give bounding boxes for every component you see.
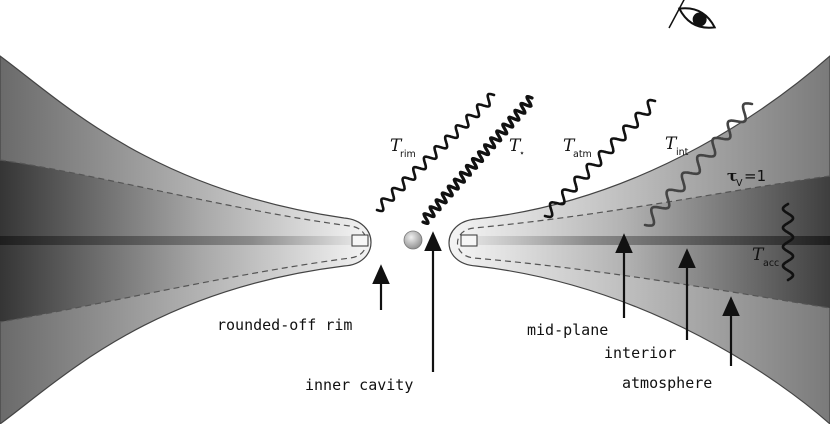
eye-icon [668, 0, 717, 29]
right-tau-surface [457, 175, 830, 309]
left-midplane-band [0, 236, 360, 245]
star [403, 230, 423, 250]
t-rim-label: T rim [390, 136, 416, 160]
svg-text:⋆: ⋆ [519, 148, 525, 159]
atmosphere-label: atmosphere [622, 374, 712, 392]
left-midplane-box [351, 234, 369, 247]
svg-text:acc: acc [763, 258, 779, 269]
svg-text:V: V [736, 178, 743, 189]
wave-t-acc [781, 202, 795, 282]
interior-label: interior [604, 344, 676, 362]
svg-text:T: T [390, 136, 403, 156]
svg-text:T: T [563, 136, 576, 156]
svg-text:atm: atm [573, 149, 592, 160]
wave-t-int [643, 102, 754, 227]
svg-text:=1: =1 [744, 167, 766, 185]
t-acc-label: T acc [752, 245, 779, 269]
t-star-label: T ⋆ [509, 136, 525, 159]
left-disk [0, 55, 372, 424]
right-midplane-box [460, 234, 478, 247]
t-atm-label: T atm [563, 136, 592, 160]
label-arrows [372, 231, 740, 372]
mid-plane-label: mid-plane [527, 321, 608, 339]
right-disk [448, 55, 830, 424]
radiation-waves [375, 92, 795, 282]
svg-text:T: T [665, 134, 678, 154]
rounded-rim-label: rounded-off rim [217, 316, 352, 334]
svg-text:T: T [509, 136, 522, 156]
t-int-label: T int [665, 134, 689, 158]
inner-cavity-label: inner cavity [305, 376, 413, 394]
right-midplane-band [462, 236, 830, 245]
svg-text:T: T [752, 245, 765, 265]
wave-t-atm [543, 98, 657, 219]
svg-text:τ: τ [727, 167, 737, 185]
tau-v-label: τ V =1 [727, 167, 766, 189]
svg-text:int: int [676, 147, 689, 158]
svg-text:rim: rim [400, 149, 416, 160]
wave-t-star [421, 95, 534, 225]
wave-t-rim [375, 92, 496, 213]
